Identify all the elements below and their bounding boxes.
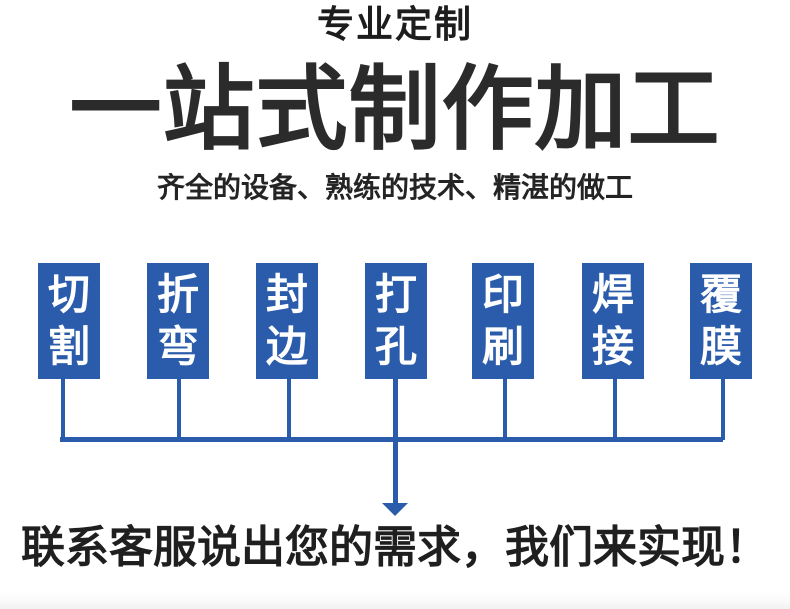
- flow-arrow-head-icon: [382, 503, 408, 516]
- cta-text: 联系客服说出您的需求，我们来实现！: [21, 523, 769, 572]
- step-char-top: 折: [156, 271, 199, 318]
- step-char-top: 打: [374, 271, 417, 318]
- step-char-top: 焊: [591, 271, 634, 318]
- step-char-top: 切: [47, 271, 90, 318]
- step-char-bottom: 割: [47, 323, 90, 370]
- step-char-top: 封: [265, 271, 308, 318]
- step-char-bottom: 弯: [156, 323, 199, 370]
- flow-arrow-shaft: [393, 379, 398, 507]
- step-char-bottom: 刷: [481, 323, 524, 370]
- process-step-drilling[interactable]: 打 孔: [365, 263, 427, 379]
- subtitle: 齐全的设备、熟练的技术、精湛的做工: [156, 172, 633, 203]
- eyebrow-title: 专业定制: [317, 4, 473, 45]
- process-step-laminating[interactable]: 覆 膜: [690, 263, 752, 379]
- step-char-top: 印: [481, 271, 524, 318]
- process-step-welding[interactable]: 焊 接: [582, 263, 644, 379]
- connector-stem: [721, 379, 725, 440]
- process-step-printing[interactable]: 印 刷: [472, 263, 534, 379]
- connector-rail: [60, 437, 723, 442]
- process-step-edge-banding[interactable]: 封 边: [256, 263, 318, 379]
- connector-stem: [177, 379, 181, 440]
- footer-divider: [0, 591, 790, 609]
- connector-stem: [503, 379, 507, 440]
- step-char-bottom: 边: [265, 323, 308, 370]
- connector-stem: [61, 379, 65, 440]
- step-char-top: 覆: [699, 271, 742, 318]
- step-char-bottom: 膜: [699, 323, 742, 370]
- step-char-bottom: 孔: [374, 323, 417, 370]
- page-title: 一站式制作加工: [69, 59, 721, 161]
- process-step-bending[interactable]: 折 弯: [147, 263, 209, 379]
- step-char-bottom: 接: [591, 323, 634, 370]
- connector-stem: [287, 379, 291, 440]
- process-step-cutting[interactable]: 切 割: [38, 263, 100, 379]
- connector-stem: [613, 379, 617, 440]
